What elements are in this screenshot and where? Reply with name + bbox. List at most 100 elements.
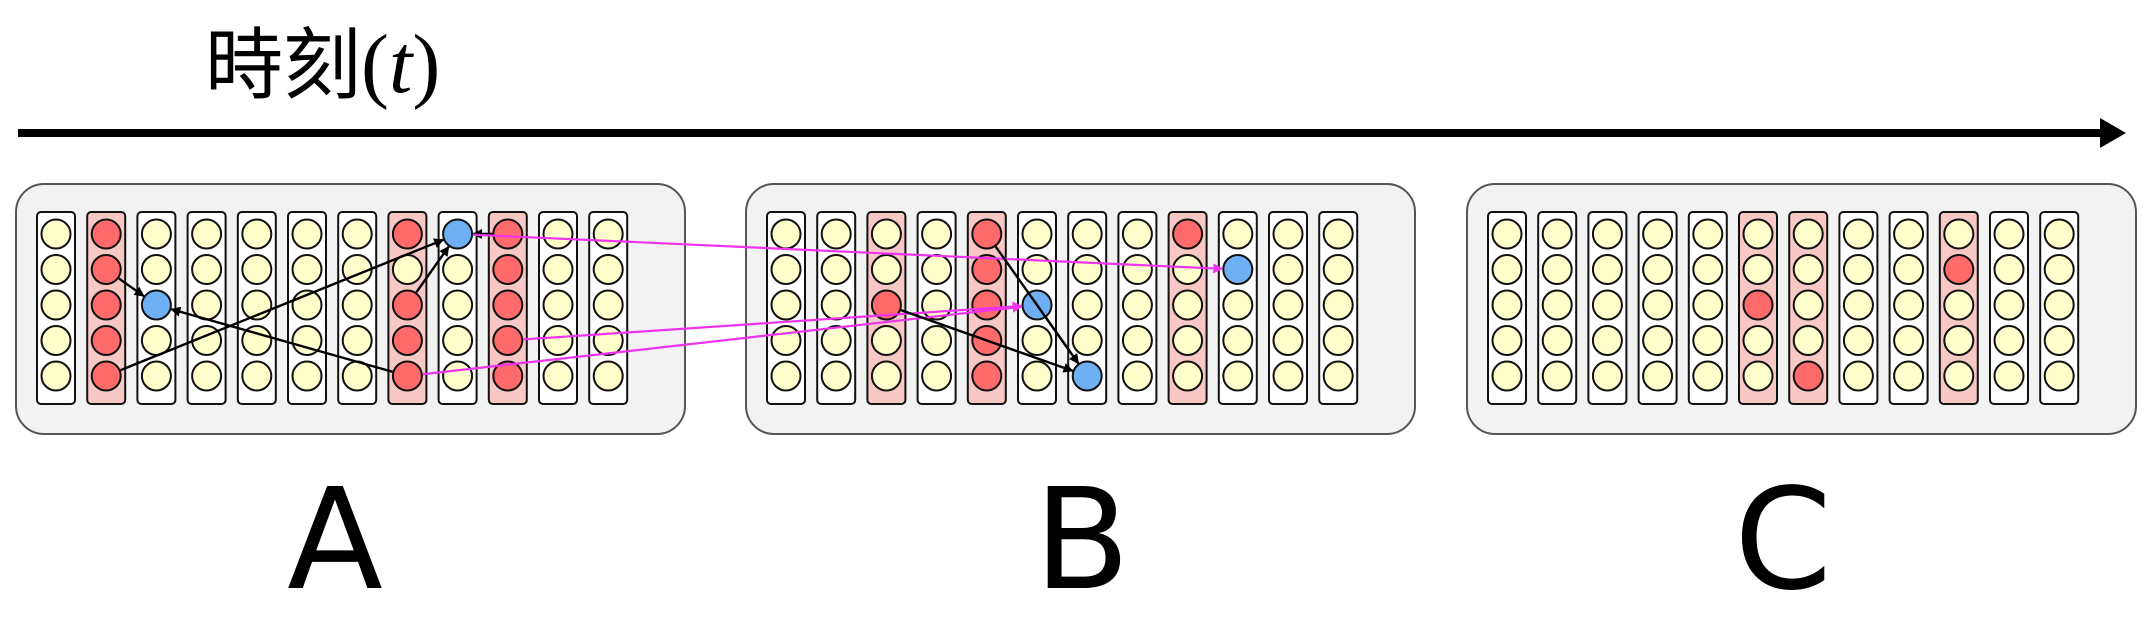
panel-c-cell-default bbox=[1993, 360, 2025, 392]
panel-c-cell-default bbox=[1541, 254, 1573, 285]
time-axis-label-main: 時刻 bbox=[205, 21, 361, 111]
panel-b-cell-default bbox=[1322, 254, 1354, 285]
panel-c-cell-default bbox=[1893, 325, 1925, 356]
panel-c-cell-default bbox=[1893, 289, 1925, 321]
panel-c-cell-default bbox=[1792, 289, 1824, 321]
panel-a-cell-red bbox=[391, 360, 423, 392]
panel-c-cell-default bbox=[1491, 289, 1523, 321]
panel-c-cell-default bbox=[1943, 325, 1975, 356]
panel-c-cell-default bbox=[1642, 325, 1674, 356]
arrows-layer bbox=[118, 229, 1224, 376]
panel-c-cell-default bbox=[1591, 360, 1623, 392]
panel-b-cell-default bbox=[1272, 218, 1304, 250]
panel-b-cell-default bbox=[921, 254, 953, 285]
panel-b-cell-default bbox=[1121, 254, 1153, 285]
panel-b-cell-blue bbox=[1071, 360, 1103, 392]
panel-c-cell-red bbox=[1792, 360, 1824, 392]
panel-b-cell-default bbox=[770, 325, 802, 356]
panel-a-cell-default bbox=[442, 289, 474, 321]
panel-c-cell-default bbox=[1491, 360, 1523, 392]
panel-c-cell-default bbox=[1943, 360, 1975, 392]
panel-c-cell-default bbox=[1692, 360, 1724, 392]
panel-b-cell-default bbox=[1222, 289, 1254, 321]
panel-a-cell-default bbox=[241, 325, 273, 356]
panel-a-cell-red bbox=[391, 218, 423, 250]
panel-c-label: C bbox=[1734, 459, 1832, 622]
panel-a-cell-red bbox=[90, 360, 122, 392]
in-panel-arrow bbox=[118, 277, 145, 298]
in-panel-arrow bbox=[1044, 316, 1080, 365]
panel-b-cell-default bbox=[1272, 360, 1304, 392]
panel-b-cell-default bbox=[1222, 218, 1254, 250]
panel-a-cell-default bbox=[542, 289, 574, 321]
panel-c-cell-default bbox=[1591, 218, 1623, 250]
panel-b-cell-default bbox=[1322, 289, 1354, 321]
panel-b-cell-default bbox=[1172, 254, 1204, 285]
panel-a-cell-default bbox=[40, 254, 72, 285]
panel-a-cell-red bbox=[90, 254, 122, 285]
panel-a-cell-default bbox=[191, 360, 223, 392]
panel-b-cell-default bbox=[921, 360, 953, 392]
in-panel-arrow bbox=[900, 309, 1074, 373]
panel-a-cell-default bbox=[291, 254, 323, 285]
panel-b-cell-default bbox=[1121, 360, 1153, 392]
panel-b-cell-default bbox=[1272, 325, 1304, 356]
panel-b-cell-default bbox=[870, 218, 902, 250]
panel-a-cell-default bbox=[241, 360, 273, 392]
panel-c-cell-default bbox=[1491, 254, 1523, 285]
panel-a-cell-red bbox=[492, 254, 524, 285]
panel-b-cell-default bbox=[870, 360, 902, 392]
panel-c-cell-default bbox=[1792, 218, 1824, 250]
panel-b-cell-default bbox=[1322, 360, 1354, 392]
panel-a-cell-default bbox=[542, 218, 574, 250]
panel-c-cell-default bbox=[1591, 289, 1623, 321]
panel-b-cell-default bbox=[770, 218, 802, 250]
panel-a-cell-red bbox=[492, 289, 524, 321]
panel-a-cell-default bbox=[542, 360, 574, 392]
panel-b-cell-default bbox=[820, 360, 852, 392]
panel-c-cell-default bbox=[1591, 325, 1623, 356]
panel-c-cell-default bbox=[2043, 325, 2075, 356]
panel-c-cell-default bbox=[1792, 254, 1824, 285]
panel-a-cell-red bbox=[391, 289, 423, 321]
panel-a-cell-default bbox=[542, 254, 574, 285]
panel-b-cell-default bbox=[1071, 289, 1103, 321]
panel-c-cell-default bbox=[1692, 218, 1724, 250]
panel-c-cell-default bbox=[1993, 218, 2025, 250]
panel-b-cell-default bbox=[870, 254, 902, 285]
panel-a-cell-default bbox=[140, 218, 172, 250]
panel-c-cell-default bbox=[1692, 289, 1724, 321]
panel-b-cell-default bbox=[1021, 360, 1053, 392]
panel-b: B bbox=[745, 183, 1416, 622]
panel-a-cell-default bbox=[291, 325, 323, 356]
panel-b-cell-default bbox=[770, 254, 802, 285]
panel-b-cell-default bbox=[1172, 325, 1204, 356]
panel-c-cell-default bbox=[1541, 218, 1573, 250]
panel-c-cell-default bbox=[2043, 360, 2075, 392]
panel-c-cell-default bbox=[1541, 360, 1573, 392]
panel-b-cell-default bbox=[1071, 218, 1103, 250]
panel-a-cell-default bbox=[40, 289, 72, 321]
panel-b-cell-red bbox=[971, 218, 1003, 250]
panel-c-cell-default bbox=[1742, 360, 1774, 392]
panel-a-cell-red bbox=[391, 325, 423, 356]
panel-b-cell-default bbox=[1021, 325, 1053, 356]
panel-c-cell-default bbox=[1993, 325, 2025, 356]
panel-a-cell-default bbox=[191, 218, 223, 250]
panel-a-cell-default bbox=[542, 325, 574, 356]
panel-c-cell-default bbox=[1742, 325, 1774, 356]
panel-c-cell-default bbox=[1943, 289, 1975, 321]
panel-b-cell-red bbox=[1172, 218, 1204, 250]
in-panel-arrow bbox=[170, 306, 393, 373]
panel-c-cell-default bbox=[1842, 289, 1874, 321]
panel-c-cell-default bbox=[1642, 360, 1674, 392]
panel-b-cell-default bbox=[1121, 289, 1153, 321]
panel-b-cell-default bbox=[921, 325, 953, 356]
panel-b-cell-default bbox=[1021, 254, 1053, 285]
cross-panel-arrow bbox=[523, 301, 1023, 341]
panel-c-cell-default bbox=[1742, 254, 1774, 285]
panel-a-cell-default bbox=[140, 360, 172, 392]
panel-c-cell-default bbox=[1792, 325, 1824, 356]
panel-c-cell-default bbox=[1692, 325, 1724, 356]
